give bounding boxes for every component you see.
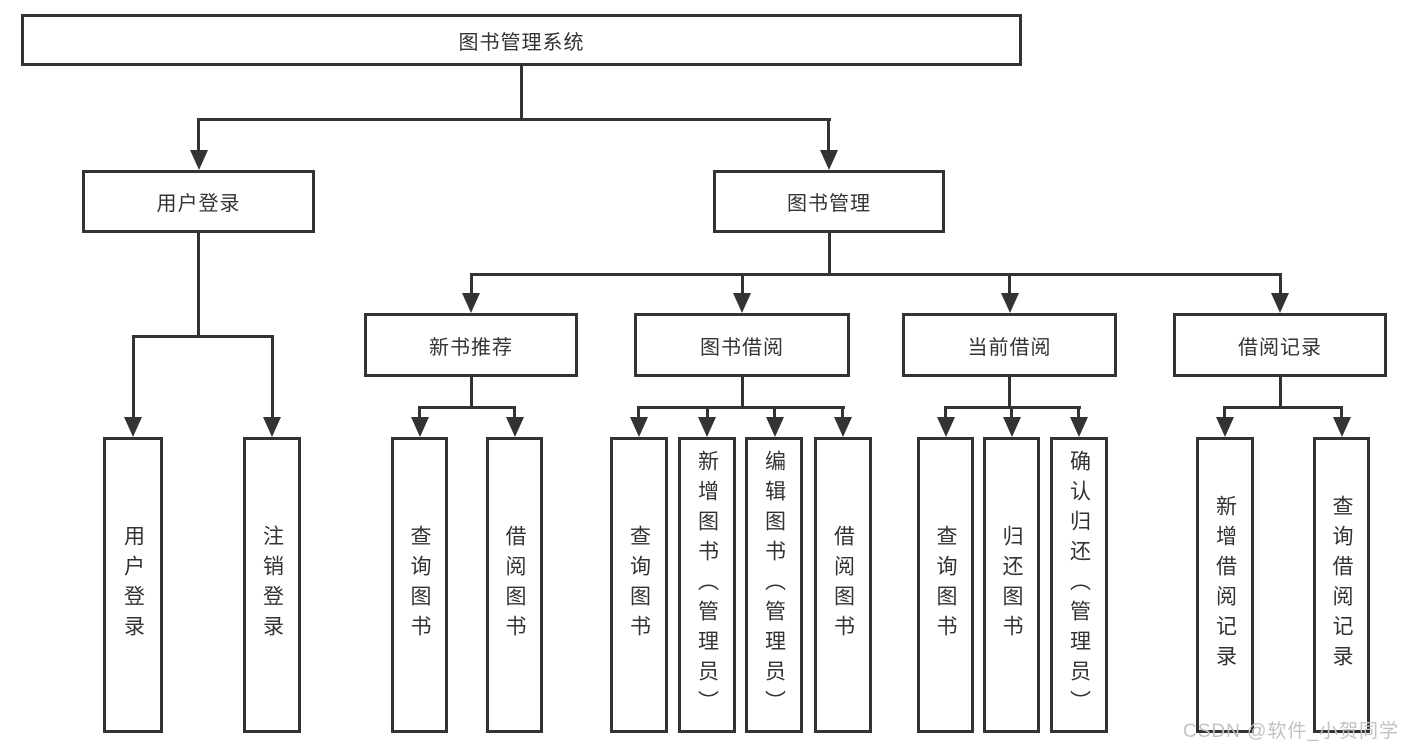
node-root: 图书管理系统 (21, 14, 1022, 66)
arrowhead-down-icon (1333, 417, 1351, 437)
node-module-new-book-recommend: 新书推荐 (364, 313, 578, 377)
connector-vline (520, 66, 523, 120)
node-label: 确认归还（管理员） (1067, 450, 1091, 720)
connector-hline (637, 406, 845, 409)
node-label: 图书管理系统 (458, 31, 585, 54)
arrowhead-down-icon (630, 417, 648, 437)
node-label: 图书借阅 (700, 336, 784, 359)
node-label: 新书推荐 (429, 336, 513, 359)
connector-vline (828, 233, 831, 275)
node-label: 新增借阅记录 (1213, 495, 1237, 675)
node-module-book-borrow: 图书借阅 (634, 313, 850, 377)
arrowhead-down-icon (733, 293, 751, 313)
node-leaf-logout: 注销登录 (243, 437, 301, 733)
connector-vline (944, 406, 947, 419)
node-label: 注销登录 (260, 525, 284, 645)
node-label: 借阅图书 (503, 525, 526, 645)
connector-vline (197, 118, 200, 154)
connector-vline (132, 335, 135, 419)
node-label: 当前借阅 (967, 336, 1052, 359)
node-label: 用户登录 (121, 525, 145, 645)
connector-vline (271, 335, 274, 419)
connector-vline (841, 406, 844, 419)
node-leaf-add-book-admin: 新增图书（管理员） (678, 437, 736, 733)
connector-hline (132, 335, 274, 338)
connector-vline (513, 406, 516, 419)
arrowhead-down-icon (1070, 417, 1088, 437)
node-leaf-query-books-3: 查询图书 (917, 437, 974, 733)
node-leaf-query-borrow-record: 查询借阅记录 (1313, 437, 1370, 733)
node-label: 借阅记录 (1238, 336, 1322, 359)
connector-vline (706, 406, 709, 419)
connector-vline (741, 273, 744, 295)
connector-vline (1279, 377, 1282, 408)
node-label: 查询借阅记录 (1330, 495, 1353, 675)
node-label: 图书管理 (787, 193, 871, 215)
connector-vline (418, 406, 421, 419)
arrowhead-down-icon (937, 417, 955, 437)
arrowhead-down-icon (1001, 293, 1019, 313)
node-label: 查询图书 (934, 525, 957, 645)
arrowhead-down-icon (506, 417, 524, 437)
connector-vline (470, 273, 473, 295)
connector-vline (197, 233, 200, 337)
connector-hline (470, 273, 1282, 276)
node-branch-user-login: 用户登录 (82, 170, 315, 233)
node-label: 查询图书 (408, 525, 431, 645)
node-label: 查询图书 (627, 525, 651, 645)
node-leaf-borrow-books-1: 借阅图书 (486, 437, 543, 733)
connector-vline (827, 118, 830, 154)
connector-vline (773, 406, 776, 419)
node-module-current-borrow: 当前借阅 (902, 313, 1117, 377)
connector-hline (197, 118, 831, 121)
node-module-borrow-records: 借阅记录 (1173, 313, 1387, 377)
arrowhead-down-icon (190, 150, 208, 170)
arrowhead-down-icon (1216, 417, 1234, 437)
arrowhead-down-icon (834, 417, 852, 437)
node-leaf-return-book: 归还图书 (983, 437, 1040, 733)
watermark: CSDN @软件_小贺同学 (1183, 721, 1399, 742)
connector-vline (1008, 377, 1011, 408)
node-leaf-edit-book-admin: 编辑图书（管理员） (745, 437, 803, 733)
connector-hline (1223, 406, 1343, 409)
node-branch-book-management: 图书管理 (713, 170, 945, 233)
node-label: 用户登录 (156, 193, 241, 215)
connector-vline (1279, 273, 1282, 295)
node-label: 新增图书（管理员） (695, 450, 719, 720)
connector-vline (1008, 273, 1011, 295)
node-label: 归还图书 (1000, 525, 1023, 645)
connector-vline (470, 377, 473, 408)
arrowhead-down-icon (411, 417, 429, 437)
node-leaf-query-books-2: 查询图书 (610, 437, 668, 733)
connector-vline (741, 377, 744, 408)
connector-vline (1010, 406, 1013, 419)
arrowhead-down-icon (462, 293, 480, 313)
node-leaf-borrow-books-2: 借阅图书 (814, 437, 872, 733)
node-leaf-add-borrow-record: 新增借阅记录 (1196, 437, 1254, 733)
node-leaf-query-books-1: 查询图书 (391, 437, 448, 733)
node-leaf-confirm-return-admin: 确认归还（管理员） (1050, 437, 1108, 733)
arrowhead-down-icon (1271, 293, 1289, 313)
arrowhead-down-icon (124, 417, 142, 437)
arrowhead-down-icon (766, 417, 784, 437)
connector-hline (418, 406, 516, 409)
connector-vline (1223, 406, 1226, 419)
node-label: 借阅图书 (831, 525, 855, 645)
arrowhead-down-icon (1003, 417, 1021, 437)
arrowhead-down-icon (698, 417, 716, 437)
arrowhead-down-icon (263, 417, 281, 437)
connector-vline (637, 406, 640, 419)
connector-vline (1340, 406, 1343, 419)
node-label: 编辑图书（管理员） (762, 450, 786, 720)
arrowhead-down-icon (820, 150, 838, 170)
node-leaf-user-login: 用户登录 (103, 437, 163, 733)
connector-vline (1077, 406, 1080, 419)
